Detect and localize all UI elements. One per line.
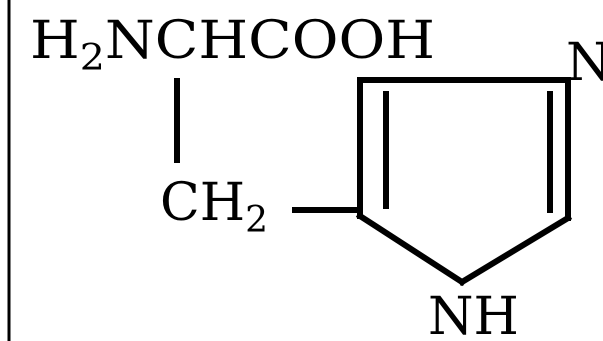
imidazole-ring (355, 77, 573, 287)
ring-n-label: N (566, 33, 603, 93)
ring-bond-c2-n1 (457, 213, 573, 287)
ch2-subscript: 2 (245, 200, 268, 241)
backbone-h: H (30, 11, 80, 71)
backbone-subscript: 2 (80, 38, 105, 79)
ring-bond-n1-c4 (355, 211, 467, 287)
backbone-rest: NCHCOOH (105, 11, 435, 71)
ch2-label: CH2 (160, 173, 268, 241)
ch2-main: CH (160, 173, 245, 233)
ring-nh-label: NH (428, 287, 519, 341)
